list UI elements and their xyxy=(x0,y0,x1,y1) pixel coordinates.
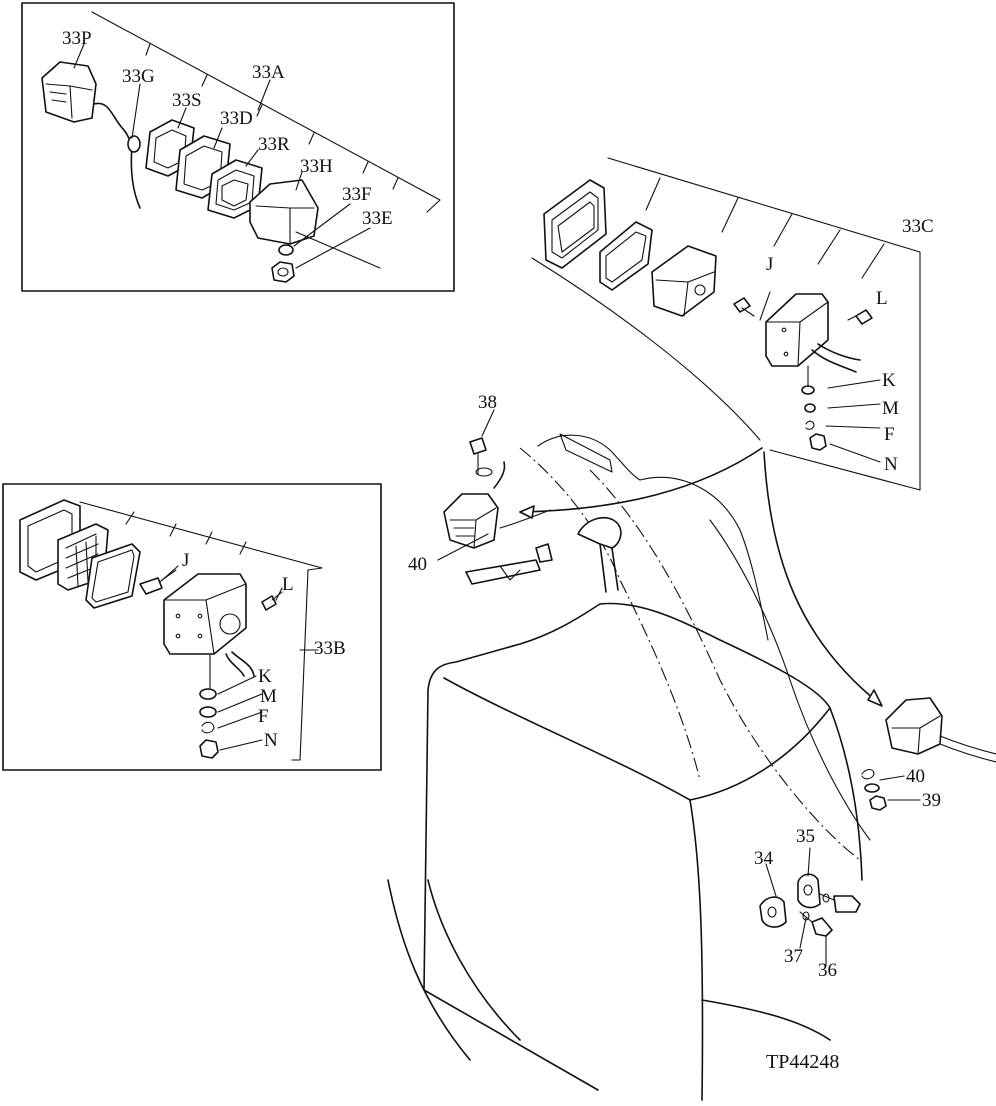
cord-33G xyxy=(93,102,141,209)
label-33C: 33C xyxy=(902,216,934,237)
label-39: 39 xyxy=(922,790,941,811)
label-J-main: J xyxy=(766,254,773,275)
label-33D: 33D xyxy=(220,108,253,129)
bulb-J xyxy=(139,569,177,595)
label-K-main: K xyxy=(882,370,896,391)
label-33G: 33G xyxy=(122,66,155,87)
label-33F: 33F xyxy=(342,184,372,205)
label-33R: 33R xyxy=(258,134,290,155)
gasket-left xyxy=(85,543,141,609)
light-33C-parts xyxy=(531,157,921,491)
inset-top-parts xyxy=(41,11,441,283)
label-36: 36 xyxy=(818,960,837,981)
arrow-to-right-light xyxy=(763,451,881,705)
light-33C-bulb xyxy=(733,291,771,321)
label-33P: 33P xyxy=(62,28,92,49)
label-K: K xyxy=(258,666,272,687)
label-N-main: N xyxy=(884,454,898,475)
arrow-to-left-light xyxy=(519,447,763,513)
washer-33F xyxy=(278,244,294,256)
inset-left-labels: J L 33B K M F N xyxy=(182,550,346,751)
label-F: F xyxy=(258,706,269,727)
mounted-light-left: 38 40 xyxy=(408,392,551,575)
light-33C-screw xyxy=(847,309,873,325)
label-33B: 33B xyxy=(314,638,346,659)
hardware-stack xyxy=(199,688,219,759)
cab-body xyxy=(387,602,863,1101)
screw-L xyxy=(261,591,283,611)
label-37: 37 xyxy=(784,946,803,967)
housing-33H xyxy=(249,179,319,245)
label-F-main: F xyxy=(884,424,895,445)
label-L-main: L xyxy=(876,288,888,309)
housing-left xyxy=(163,573,247,655)
inset-left-parts xyxy=(19,499,323,761)
light-33C-housing xyxy=(765,293,829,367)
label-J: J xyxy=(182,550,189,571)
label-35: 35 xyxy=(796,826,815,847)
label-33S: 33S xyxy=(172,90,202,111)
light-33C-gasket xyxy=(599,221,653,291)
inset-top-frame xyxy=(21,2,455,292)
nut-33E xyxy=(271,261,295,283)
light-33C-lens xyxy=(651,245,717,317)
inset-top-labels: 33P 33G 33A 33S 33D 33R 33H 33F 33E xyxy=(62,28,393,229)
label-33E: 33E xyxy=(362,208,393,229)
label-38: 38 xyxy=(478,392,497,413)
label-34: 34 xyxy=(754,848,774,869)
label-N: N xyxy=(264,730,278,751)
arrow-head-left xyxy=(519,505,535,519)
arrow-head-right xyxy=(867,689,883,707)
housing-33P xyxy=(41,61,97,123)
label-L: L xyxy=(282,574,294,595)
mounted-light-right: 40 39 xyxy=(861,697,996,811)
label-33A: 33A xyxy=(252,62,285,83)
label-40-left: 40 xyxy=(408,554,427,575)
light-33C-bezel xyxy=(543,179,607,269)
bracket-assembly: 35 34 37 36 xyxy=(754,826,861,981)
inset-left-frame xyxy=(2,483,382,771)
label-40-right: 40 xyxy=(906,766,925,787)
label-M-main: M xyxy=(882,398,899,419)
upper-frame xyxy=(465,433,871,861)
label-M: M xyxy=(260,686,277,707)
figure-id: TP44248 xyxy=(766,1051,839,1073)
main-labels-33C: 33C J L K M F N xyxy=(766,216,934,475)
label-33H: 33H xyxy=(300,156,333,177)
